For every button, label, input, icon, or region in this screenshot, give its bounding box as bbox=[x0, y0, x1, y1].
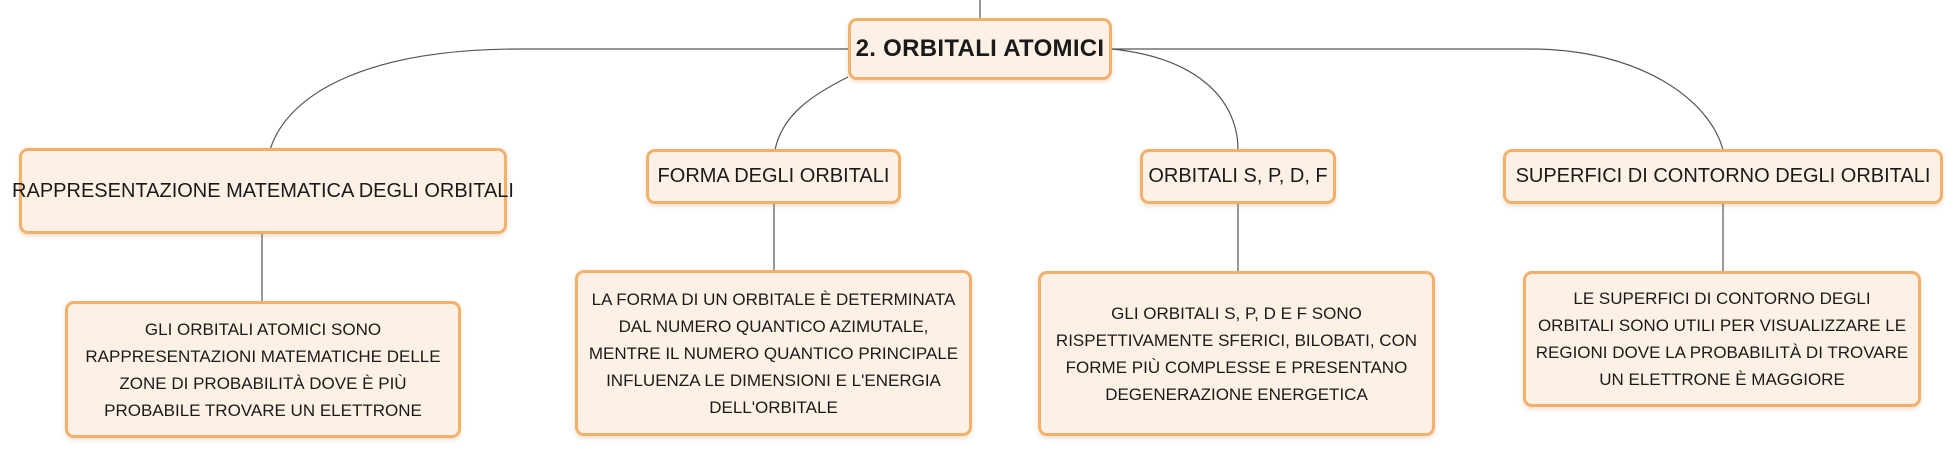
connector-root-to-branch-1 bbox=[269, 48, 848, 151]
detail-node-forma[interactable]: LA FORMA DI UN ORBITALE È DETERMINATA DA… bbox=[575, 270, 972, 436]
topic-label: FORMA DEGLI ORBITALI bbox=[657, 165, 890, 187]
detail-text: GLI ORBITALI S, P, D E F SONO RISPETTIVA… bbox=[1055, 303, 1418, 404]
topic-node-rappresentazione[interactable]: RAPPRESENTAZIONE MATEMATICA DEGLI ORBITA… bbox=[12, 148, 514, 234]
root-label: 2. ORBITALI ATOMICI bbox=[855, 35, 1105, 62]
root-node[interactable]: 2. ORBITALI ATOMICI bbox=[848, 18, 1112, 80]
detail-node-superfici[interactable]: LE SUPERFICI DI CONTORNO DEGLI ORBITALI … bbox=[1523, 271, 1921, 407]
detail-node-orbitali-spdf[interactable]: GLI ORBITALI S, P, D E F SONO RISPETTIVA… bbox=[1038, 271, 1435, 436]
detail-node-rappresentazione[interactable]: GLI ORBITALI ATOMICI SONO RAPPRESENTAZIO… bbox=[65, 301, 461, 438]
topic-node-forma[interactable]: FORMA DEGLI ORBITALI bbox=[646, 149, 901, 204]
topic-label: ORBITALI S, P, D, F bbox=[1148, 165, 1328, 187]
detail-text: GLI ORBITALI ATOMICI SONO RAPPRESENTAZIO… bbox=[85, 319, 441, 420]
connector-root-to-branch-2 bbox=[774, 76, 849, 151]
topic-label: RAPPRESENTAZIONE MATEMATICA DEGLI ORBITA… bbox=[12, 179, 514, 202]
topic-node-superfici[interactable]: SUPERFICI DI CONTORNO DEGLI ORBITALI bbox=[1503, 149, 1943, 204]
topic-node-orbitali-spdf[interactable]: ORBITALI S, P, D, F bbox=[1140, 149, 1336, 204]
topic-label: SUPERFICI DI CONTORNO DEGLI ORBITALI bbox=[1515, 165, 1931, 187]
detail-text: LE SUPERFICI DI CONTORNO DEGLI ORBITALI … bbox=[1535, 289, 1909, 389]
connector-root-to-branch-4 bbox=[1112, 48, 1724, 151]
detail-text: LA FORMA DI UN ORBITALE È DETERMINATA DA… bbox=[588, 289, 959, 417]
connector-root-to-branch-3 bbox=[1111, 48, 1239, 151]
